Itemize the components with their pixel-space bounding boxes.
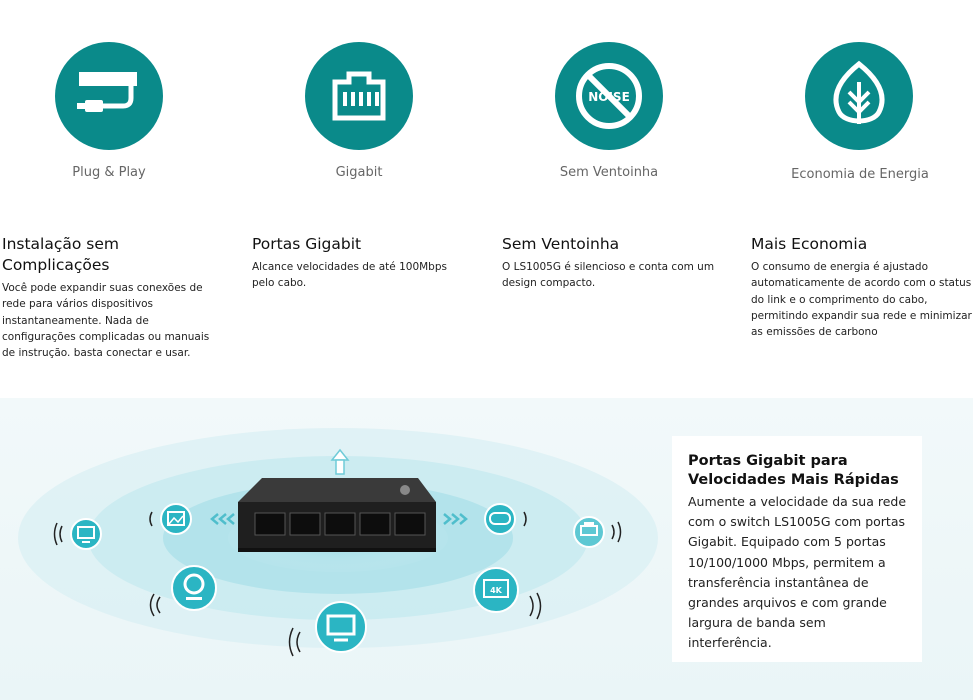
no-noise-icon: NOISE xyxy=(555,42,663,150)
feature-gigabit: Gigabit Portas Gigabit Alcance velocidad… xyxy=(250,0,500,380)
signal-waves xyxy=(53,511,622,657)
feature-plug-and-play: Plug & Play Instalação sem Complicações … xyxy=(0,0,250,380)
tv-4k-icon: 4K xyxy=(473,567,519,613)
feature-description: Você pode expandir suas conexões de rede… xyxy=(2,282,210,360)
feature-caption: Gigabit xyxy=(335,165,383,180)
leaf-icon xyxy=(805,42,913,150)
feature-description: O LS1005G é silencioso e conta com um de… xyxy=(502,261,715,290)
switch-port xyxy=(359,512,391,536)
network-illustration: 4K xyxy=(18,428,658,657)
webcam-icon xyxy=(171,565,217,611)
monitor-icon xyxy=(70,518,102,550)
ethernet-port-icon xyxy=(305,42,413,150)
gigabit-banner: 4K Portas Gigabit para Velocidades Mais … xyxy=(0,398,973,700)
feature-title: Mais Economia xyxy=(751,235,868,253)
feature-caption: Economia de Energia xyxy=(791,167,929,182)
arrow-left-icon xyxy=(210,513,235,525)
plug-icon xyxy=(55,42,163,150)
switch-port xyxy=(394,512,426,536)
switch-port xyxy=(254,512,286,536)
arrow-up-icon xyxy=(330,448,350,475)
network-switch xyxy=(238,478,436,552)
switch-port xyxy=(324,512,356,536)
feature-title: Instalação sem Complicações xyxy=(2,235,119,274)
feature-caption: Sem Ventoinha xyxy=(559,165,659,180)
banner-card: Portas Gigabit para Velocidades Mais Ráp… xyxy=(672,436,922,662)
banner-card-body: Aumente a velocidade da sua rede com o s… xyxy=(688,494,907,651)
feature-description: O consumo de energia é ajustado automati… xyxy=(751,261,972,339)
monitor-icon xyxy=(315,601,367,653)
feature-title: Portas Gigabit xyxy=(252,235,362,253)
tv-4k-label: 4K xyxy=(490,586,503,595)
feature-title: Sem Ventoinha xyxy=(502,235,620,253)
arrow-right-icon xyxy=(443,513,468,525)
switch-port xyxy=(289,512,321,536)
features-section: Plug & Play Instalação sem Complicações … xyxy=(0,0,973,380)
feature-caption: Plug & Play xyxy=(72,165,146,180)
feature-fanless: NOISE Sem Ventoinha Sem Ventoinha O LS10… xyxy=(500,0,750,380)
printer-icon xyxy=(573,516,605,548)
feature-description: Alcance velocidades de até 100Mbps pelo … xyxy=(252,261,447,290)
image-icon xyxy=(160,503,192,535)
gamepad-icon xyxy=(484,503,516,535)
banner-card-title: Portas Gigabit para Velocidades Mais Ráp… xyxy=(688,453,899,488)
feature-energy-saving: Economia de Energia Mais Economia O cons… xyxy=(749,0,973,380)
